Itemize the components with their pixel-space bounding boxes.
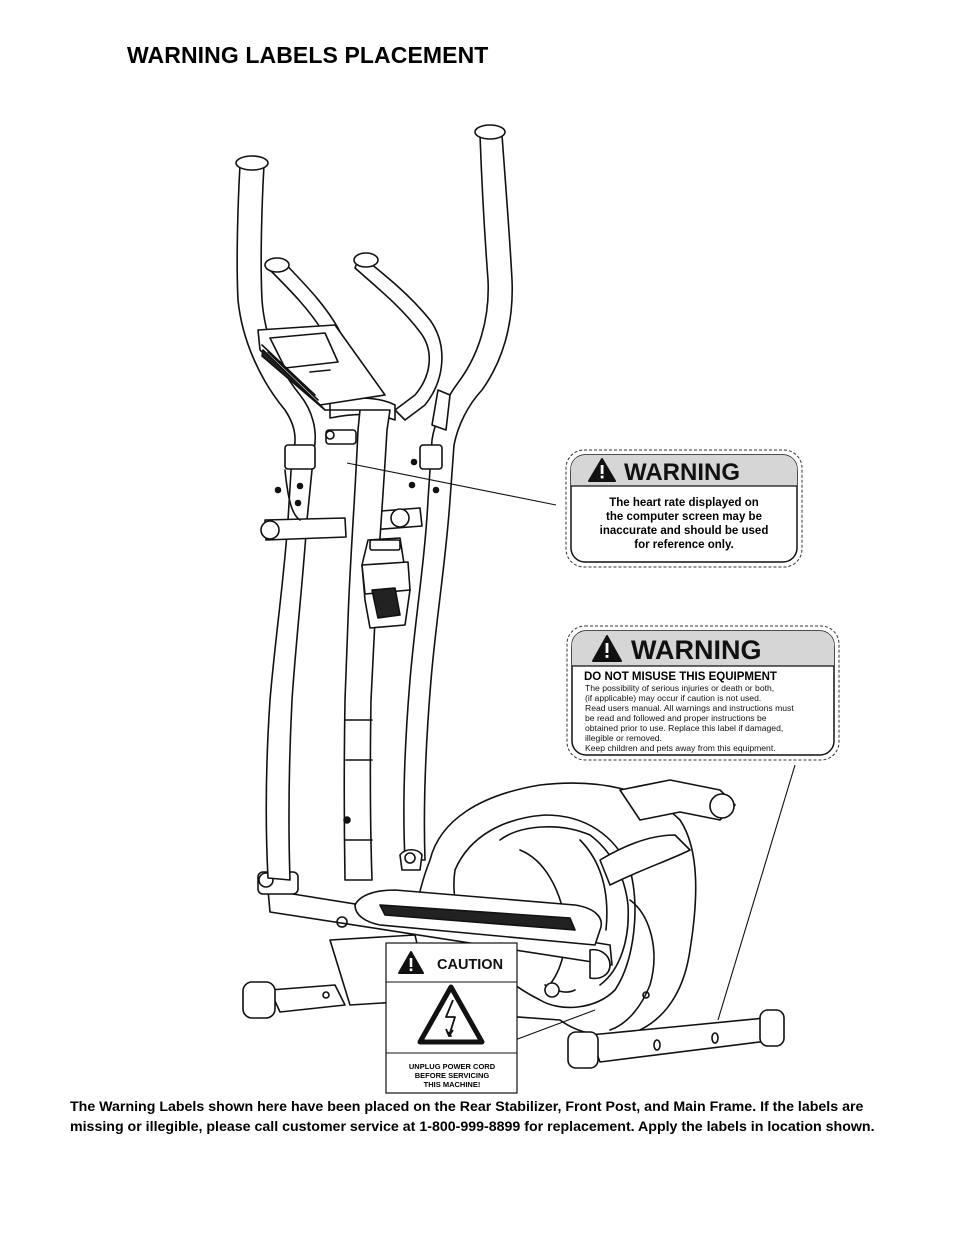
elliptical-trainer-drawing	[235, 124, 785, 1069]
mast-collar	[361, 537, 411, 629]
footer-note: The Warning Labels shown here have been …	[70, 1099, 875, 1135]
left-moving-arm	[235, 155, 347, 881]
heart-rate-warning-line: inaccurate and should be used	[600, 525, 769, 537]
heart-rate-warning-line: for reference only.	[634, 539, 734, 551]
misuse-warning-line: illegible or removed.	[585, 733, 662, 743]
heart-rate-warning-label: WARNING The heart rate displayed on the …	[565, 449, 803, 568]
heart-rate-warning-line: The heart rate displayed on	[609, 497, 759, 509]
misuse-warning-header: WARNING	[631, 635, 762, 665]
heart-rate-warning-header: WARNING	[624, 459, 740, 486]
electric-shock-icon	[417, 984, 485, 1045]
rear-stabilizer	[567, 1009, 785, 1069]
misuse-warning-line: Read users manual. All warnings and inst…	[585, 703, 794, 713]
rear-link	[399, 848, 423, 871]
caution-header: CAUTION	[437, 957, 503, 973]
caution-label: CAUTION UNPLUG POWER CORD BEFORE SERVICI…	[385, 942, 518, 1094]
misuse-warning-line: (if applicable) may occur if caution is …	[585, 693, 761, 703]
warning-triangle-icon	[588, 458, 616, 482]
warning-triangle-icon	[592, 635, 622, 662]
leader-lines	[346, 462, 796, 1041]
pedal	[354, 889, 602, 946]
right-moving-arm	[367, 124, 514, 861]
misuse-warning-line: obtained prior to use. Replace this labe…	[585, 723, 783, 733]
page-title: WARNING LABELS PLACEMENT	[127, 42, 489, 68]
caution-line: UNPLUG POWER CORD	[409, 1062, 496, 1071]
misuse-warning-line: be read and followed and proper instruct…	[585, 713, 767, 723]
misuse-warning-line: The possibility of serious injuries or d…	[585, 683, 774, 693]
misuse-warning-line: Keep children and pets away from this eq…	[585, 743, 776, 753]
caution-line: THIS MACHINE!	[424, 1080, 481, 1089]
console	[257, 324, 386, 411]
warning-triangle-icon	[398, 951, 424, 974]
front-post	[324, 409, 391, 881]
caution-line: BEFORE SERVICING	[415, 1071, 490, 1080]
heart-rate-warning-line: the computer screen may be	[606, 511, 762, 523]
misuse-warning-subheader: DO NOT MISUSE THIS EQUIPMENT	[584, 671, 777, 683]
misuse-warning-label: WARNING DO NOT MISUSE THIS EQUIPMENT The…	[566, 625, 840, 761]
